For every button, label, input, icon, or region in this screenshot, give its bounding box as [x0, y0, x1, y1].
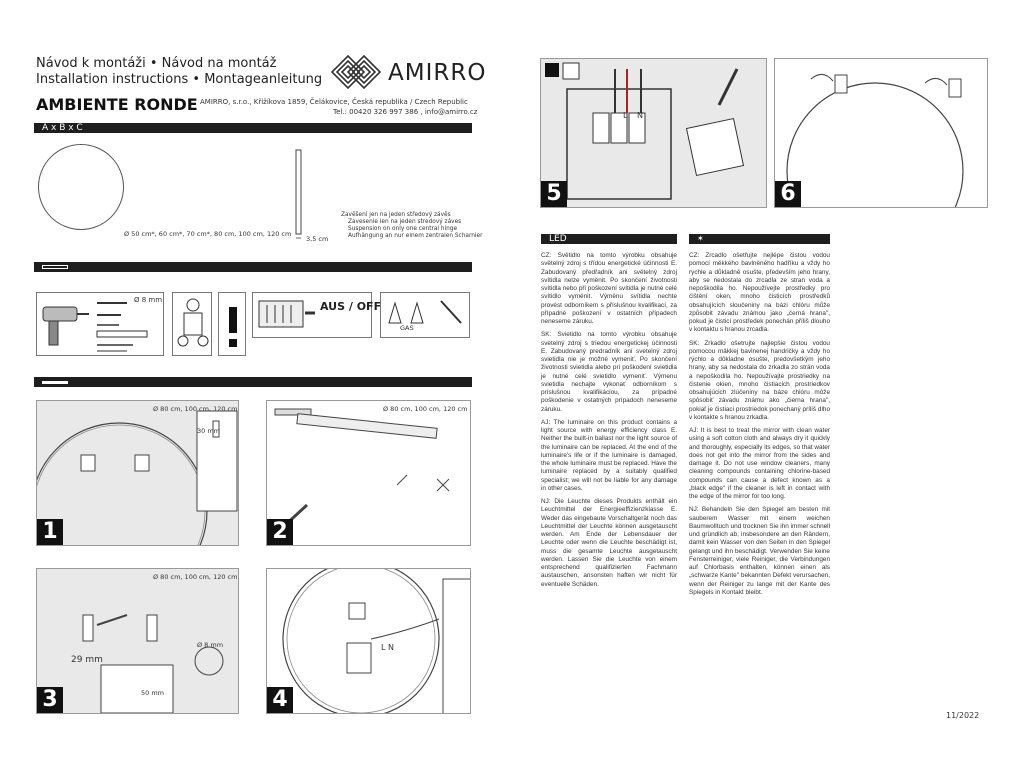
step-1-panel: Ø 80 cm, 100 cm, 120 cm 30 mm 1: [36, 400, 239, 546]
mirror-back-drawing: [37, 410, 238, 545]
drill-icon: [42, 302, 148, 352]
two-person-icon: [172, 292, 212, 356]
brand-wordmark: AMIRRO: [388, 60, 487, 86]
aus-off-label: AUS / OFF: [320, 300, 382, 313]
document-date: 11/2022: [946, 711, 980, 720]
step-3-panel: Ø 80 cm, 100 cm, 120 cm 29 mm 50 mm Ø 8 …: [36, 568, 239, 714]
mirror-hang-drawing: [786, 74, 964, 207]
step-5-number: 5: [541, 181, 567, 207]
dimensions-bar: A x B x C: [34, 123, 472, 133]
step-3-measure: 29 mm: [71, 655, 103, 665]
led-header: LED: [541, 234, 677, 244]
hinge-note-de: Aufhängung an nur einem zentralen Scharn…: [348, 233, 483, 239]
step-5-wire-n: N: [637, 111, 643, 120]
tools-list: [36, 292, 164, 356]
step-2-number: 2: [267, 519, 293, 545]
company-address: AMIRRO, s.r.o., Křižíkova 1859, Čelákovi…: [200, 98, 468, 106]
step-1-measure: 30 mm: [197, 427, 221, 435]
step-3-depth: 50 mm: [141, 689, 165, 697]
step-2-sizes: Ø 80 cm, 100 cm, 120 cm: [383, 405, 468, 413]
hazard-check-icon: [380, 292, 470, 338]
title-line-2: Installation instructions • Montageanlei…: [36, 72, 323, 87]
hinge-note: Zavěšení jen na jeden středový závěs Zav…: [341, 212, 482, 240]
product-name: AMBIENTE RONDE: [36, 95, 198, 114]
care-text-column: CZ: Zrcadlo ošetřujte nejlépe čistou vod…: [689, 252, 830, 602]
care-text-sk: SK: Zrkadlo ošetrujte najlepšie čistou v…: [689, 339, 830, 421]
mirror-depth: 3,5 cm: [306, 235, 329, 243]
gas-label: GAS: [400, 324, 414, 332]
led-text-column: CZ: Světidlo na tomto výrobku obsahuje s…: [541, 252, 677, 594]
led-text-sk: SK: Svietidlo na tomto výrobku obsahuje …: [541, 331, 677, 413]
step-6-number: 6: [775, 181, 801, 207]
cleaning-icon: ✶: [697, 234, 704, 243]
screwdriver-icon: [42, 381, 68, 384]
care-header: ✶: [689, 234, 830, 244]
care-text-aj: AJ: It is best to treat the mirror with …: [689, 427, 830, 500]
care-text-cz: CZ: Zrcadlo ošetřujte nejlépe čistou vod…: [689, 252, 830, 334]
hinge-note-sk: Zavesenie len na jeden stredový záves: [348, 219, 462, 225]
step-1-number: 1: [37, 519, 63, 545]
ruler-icon: [42, 265, 68, 269]
step-4-panel: L N 4: [266, 568, 471, 714]
care-text-nj: NJ: Behandeln Sie den Spiegel am besten …: [689, 506, 831, 596]
company-contact: Tel.: 00420 326 997 386 , info@amirro.cz: [333, 108, 478, 116]
connection-terminal-drawing: [545, 62, 745, 200]
step-3-drill: Ø 8 mm: [197, 641, 224, 649]
hinge-note-cz: Zavěšení jen na jeden středový závěs: [341, 212, 451, 218]
led-text-aj: AJ: The luminaire on this product contai…: [541, 418, 677, 492]
mirror-side-profile: [288, 148, 318, 244]
step-2-panel: Ø 80 cm, 100 cm, 120 cm 2: [266, 400, 471, 546]
led-text-nj: NJ: Die Leuchte dieses Produkts enthält …: [541, 498, 677, 588]
title-line-1: Návod k montáži • Návod na montáž: [36, 56, 277, 71]
drill-size: Ø 8 mm: [134, 296, 163, 304]
step-3-number: 3: [37, 687, 63, 713]
level-and-pencil-drawing: [274, 408, 450, 529]
step-5-panel: L N 5: [540, 58, 767, 208]
warning-icon: [218, 292, 246, 356]
mirror-sizes: Ø 50 cm*, 60 cm*, 70 cm*, 80 cm, 100 cm,…: [124, 230, 292, 238]
step-6-panel: 6: [774, 58, 988, 208]
mirror-front-outline: [38, 144, 124, 230]
led-text-cz: CZ: Světidlo na tomto výrobku obsahuje s…: [541, 252, 677, 325]
step-5-wire-l: L: [623, 111, 628, 120]
step-3-sizes: Ø 80 cm, 100 cm, 120 cm: [153, 573, 238, 581]
step-1-sizes: Ø 80 cm, 100 cm, 120 cm: [153, 405, 238, 413]
wall-anchors-drawing: [82, 614, 224, 713]
tools-bar: [34, 262, 472, 272]
step-4-number: 4: [267, 687, 293, 713]
power-off-icon: [252, 292, 372, 338]
installation-steps-bar: [34, 377, 472, 387]
wiring-mount-drawing: [282, 569, 470, 713]
hinge-note-en: Suspension on only one central hinge: [348, 226, 458, 232]
step-4-wires: L N: [381, 643, 394, 652]
amirro-logo-icon: [330, 52, 382, 92]
